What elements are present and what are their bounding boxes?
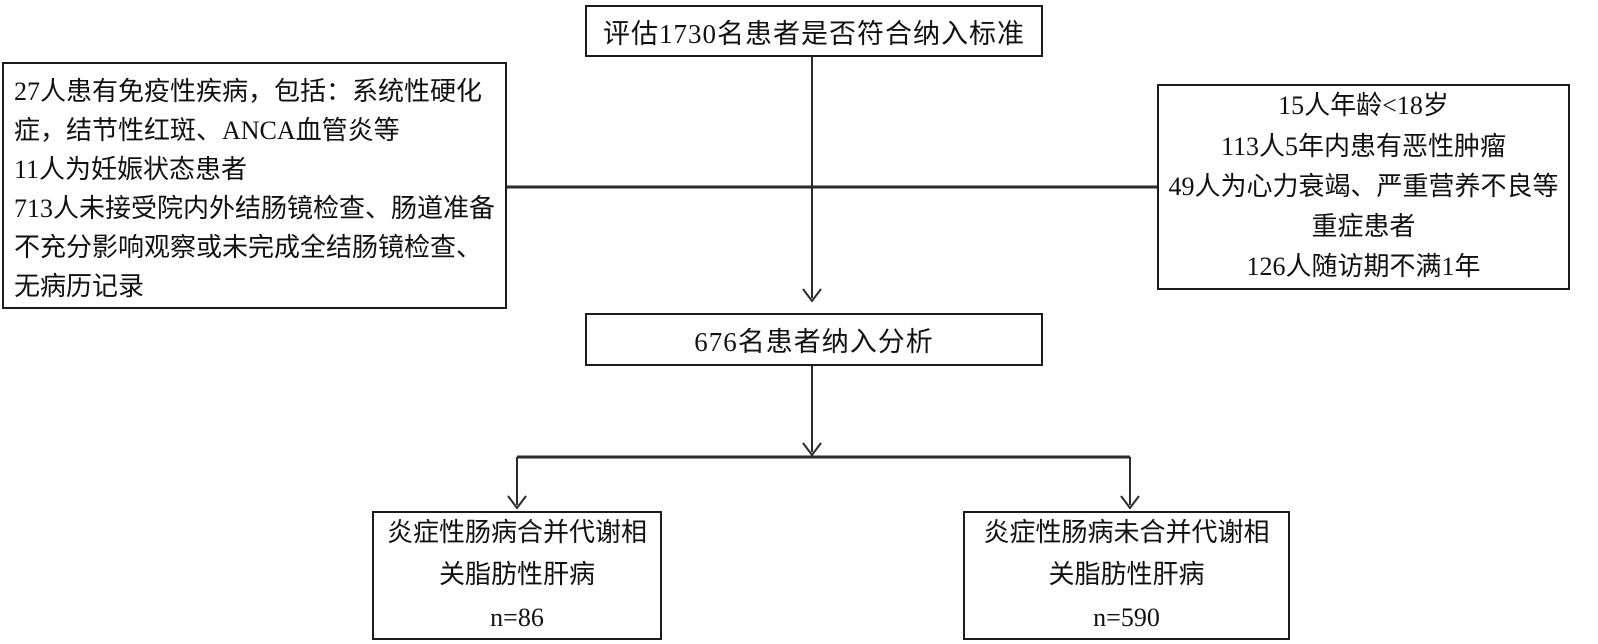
left-exclusion-box: 27人患有免疫性疾病，包括：系统性硬化症，结节性红斑、ANCA血管炎等 11人为…	[2, 62, 507, 309]
exclusion-item: 49人为心力衰竭、严重营养不良等重症患者	[1168, 171, 1559, 242]
arrowhead-right-outcome	[1120, 495, 1140, 510]
outcome-mafld-box: 炎症性肠病合并代谢相关脂肪性肝病 n=86	[372, 511, 662, 640]
outcome-title: 炎症性肠病未合并代谢相关脂肪性肝病	[983, 518, 1270, 589]
exclusion-item: 15人年龄<18岁	[1278, 91, 1449, 121]
outcome-count: n=86	[490, 603, 544, 633]
exclusion-item: 113人5年内患有恶性肿瘤	[1220, 131, 1507, 161]
outcome-no-mafld-box: 炎症性肠病未合并代谢相关脂肪性肝病 n=590	[963, 511, 1290, 640]
outcome-count: n=590	[1093, 603, 1160, 633]
arrowhead-included	[802, 288, 822, 303]
arrowhead-split	[802, 442, 822, 457]
exclusion-item: 126人随访期不满1年	[1246, 252, 1481, 282]
arrowhead-left-outcome	[507, 495, 527, 510]
exclusion-item: 11人为妊娠状态患者	[14, 155, 248, 184]
assessed-patients-label: 评估1730名患者是否符合纳入标准	[603, 18, 1025, 49]
right-exclusion-box: 15人年龄<18岁 113人5年内患有恶性肿瘤 49人为心力衰竭、严重营养不良等…	[1157, 84, 1570, 290]
exclusion-item: 27人患有免疫性疾病，包括：系统性硬化症，结节性红斑、ANCA血管炎等	[14, 77, 483, 145]
assessed-patients-box: 评估1730名患者是否符合纳入标准	[585, 5, 1043, 57]
included-patients-box: 676名患者纳入分析	[585, 313, 1043, 366]
outcome-title: 炎症性肠病合并代谢相关脂肪性肝病	[386, 518, 647, 589]
exclusion-item: 713人未接受院内外结肠镜检查、肠道准备不充分影响观察或未完成全结肠镜检查、无病…	[14, 194, 496, 301]
included-patients-label: 676名患者纳入分析	[694, 327, 934, 357]
